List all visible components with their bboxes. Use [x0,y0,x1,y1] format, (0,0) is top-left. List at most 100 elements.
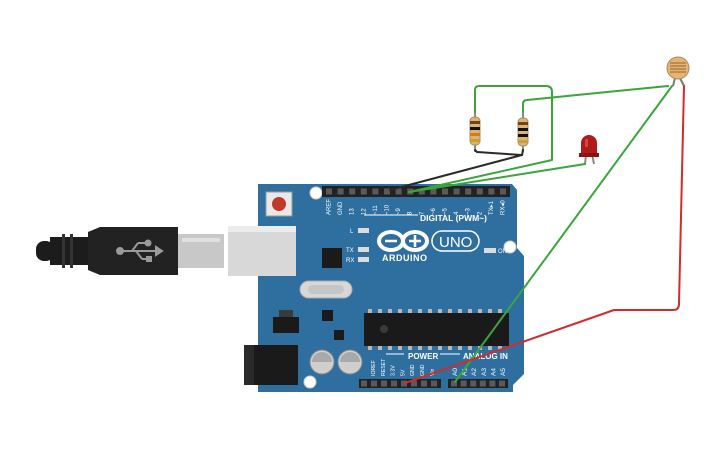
mounting-hole [303,375,317,389]
chip-pin [438,346,442,350]
analog-pin-hole[interactable] [479,380,486,387]
wire-green-resistor1[interactable] [408,85,553,193]
power-pin-hole[interactable] [381,380,387,387]
chip-pin [428,346,432,350]
digital-pin-hole[interactable] [337,188,344,195]
analog-pin-hole[interactable] [489,380,496,387]
chip-pin [488,309,492,313]
resistor-2[interactable] [517,110,529,152]
wire-green-analog[interactable] [454,85,673,383]
led-on [484,248,496,253]
digital-pin-hole[interactable] [442,188,448,195]
wire-red-5v[interactable] [404,85,685,384]
power-pin-label: 3.3V [391,365,397,376]
power-pin-hole[interactable] [431,380,437,387]
digital-pin-hole[interactable] [384,188,390,195]
red-led[interactable] [579,135,599,165]
power-pin-label: 5V [400,369,406,376]
digital-pin-label: 12 [361,208,367,215]
power-pin-hole[interactable] [361,380,367,387]
chip-pin [438,309,442,313]
power-pin-hole[interactable] [391,380,397,387]
digital-pin-hole[interactable] [418,188,425,195]
chip-pin [498,346,502,350]
digital-pin-hole[interactable] [395,188,402,195]
digital-pin-label: TX▸1 [489,200,495,215]
digital-pin-hole[interactable] [326,188,332,195]
analog-pin-hole[interactable] [460,380,467,387]
power-pin-hole[interactable] [421,380,427,387]
led-on-label: ON [498,249,507,255]
arduino-brand: ARDUINO [382,253,428,263]
power-pin-hole[interactable] [371,380,377,387]
analog-pin-label: A5 [500,368,507,376]
chip-pin [408,346,412,350]
photoresistor-body [666,56,690,80]
reset-button-cap[interactable] [272,197,286,211]
digital-pin-label: GND [338,201,344,215]
digital-pin-hole[interactable] [488,188,495,195]
photoresistor-trace [670,62,686,73]
digital-pin-label: 2 [477,211,483,215]
resistor-1[interactable] [469,110,481,152]
chip-pin [408,309,412,313]
analog-pin-hole[interactable] [470,380,477,387]
analog-pin-label: A2 [471,368,478,376]
power-pin-label: GND [420,364,426,376]
analog-pin-label: A1 [462,368,469,376]
led-l [358,228,369,233]
power-pin-label: IOREF [371,360,377,376]
digital-pin-hole[interactable] [476,188,483,195]
digital-pin-hole[interactable] [465,188,472,195]
bottom-header-pins [361,380,505,387]
mounting-hole [309,186,323,200]
digital-pin-label: 8 [408,211,414,215]
power-pin-label: RESET [381,358,387,376]
led-rx [358,257,369,262]
analog-pin-hole[interactable] [451,380,457,387]
digital-pin-hole[interactable] [500,188,506,195]
chip-pin [378,346,382,350]
power-pin-label: GND [410,364,416,376]
analog-pin-hole[interactable] [499,380,505,387]
chip-pin [428,309,432,313]
chip-pin [448,309,452,313]
power-pin-hole[interactable] [401,380,407,387]
wire-black-gnd[interactable] [389,149,523,191]
digital-pin-hole[interactable] [360,188,367,195]
digital-pin-label: 13 [350,208,356,215]
digital-pin-hole[interactable] [430,188,437,195]
voltage-regulator [273,317,299,333]
chip-pin [398,309,402,313]
chip-pin [418,346,422,350]
analog-header [448,379,508,388]
arduino-infinity-logo-icon [377,230,429,252]
digital-pin-label: ~3 [466,207,472,215]
chip-pin [388,346,392,350]
chip-pin [448,346,452,350]
usb-cable-ridge [70,234,73,268]
digital-pin-label: ~9 [396,207,402,215]
wire-green-led[interactable] [408,163,586,193]
digital-pin-hole[interactable] [349,188,356,195]
mounting-hole [503,240,517,254]
smd-component [334,330,344,340]
usb-cable[interactable] [36,227,224,275]
digital-pin-hole[interactable] [453,188,460,195]
usb-symbol-icon [116,239,164,262]
chip-pin [378,309,382,313]
chip-pin [368,309,372,313]
wire-green-sensor[interactable] [522,85,669,113]
led-tx [358,247,369,252]
power-pin-hole[interactable] [411,380,417,387]
photoresistor[interactable] [666,56,690,87]
analog-label: ANALOG IN [463,352,508,361]
digital-pin-hole[interactable] [372,188,379,195]
digital-pin-label: ~11 [373,205,379,215]
chip-pin [468,346,472,350]
analog-pin-label: A3 [481,368,488,376]
